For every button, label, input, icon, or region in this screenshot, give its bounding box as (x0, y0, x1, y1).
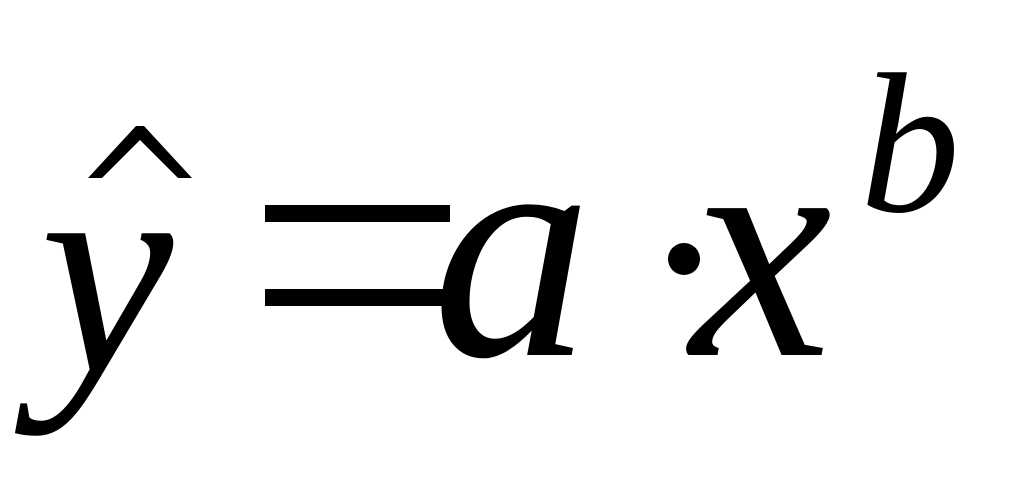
equals-bar-top (265, 205, 450, 222)
hat-accent-icon (88, 126, 192, 178)
y-hat-symbol: y (40, 120, 210, 420)
b-exponent: b (860, 34, 960, 255)
equals-bar-bottom (265, 289, 450, 306)
x-variable: x (690, 71, 833, 425)
multiplication-dot (668, 243, 700, 275)
a-coefficient: a (432, 71, 592, 425)
equals-sign (265, 205, 450, 310)
